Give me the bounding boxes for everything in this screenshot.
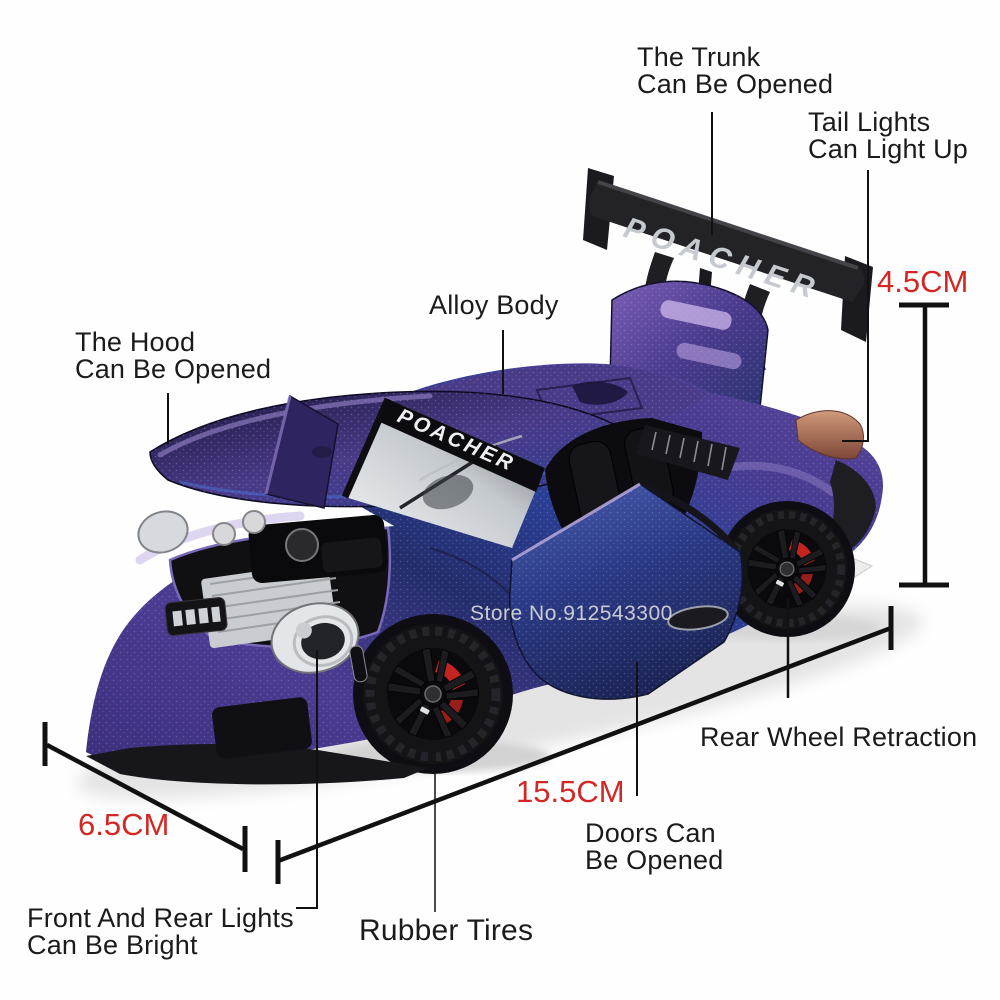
- label-doors-line1: Doors Can: [585, 818, 716, 848]
- label-rubber-tires: Rubber Tires: [359, 914, 534, 947]
- store-watermark: Store No.912543300: [470, 602, 673, 625]
- side-marker: [349, 645, 368, 683]
- windshield-banner: [380, 399, 545, 492]
- dimension-line-length: [277, 625, 892, 864]
- label-trunk-line1: The Trunk: [637, 42, 761, 72]
- label-tail-lights-line1: Tail Lights: [808, 107, 931, 137]
- label-tail-lights-line2: Can Light Up: [808, 134, 968, 164]
- callout-line-tail-lights: [842, 170, 869, 442]
- callout-line-front-lights: [296, 650, 318, 909]
- dimension-text-height: 4.5CM: [877, 264, 969, 299]
- label-hood: The Hood Can Be Opened: [75, 329, 271, 383]
- far-headlight: [137, 510, 189, 554]
- dimension-text-width: 6.5CM: [78, 807, 170, 842]
- label-trunk-line2: Can Be Opened: [637, 69, 834, 99]
- quarter-window-louvers: [636, 425, 740, 480]
- label-hood-line1: The Hood: [75, 327, 196, 357]
- front-bumper: [86, 597, 428, 785]
- label-trunk: The Trunk Can Be Opened: [637, 44, 833, 98]
- door-handle: [667, 605, 729, 631]
- headlight: [137, 510, 368, 683]
- front-emblem: [164, 597, 228, 636]
- bumper-intake: [212, 697, 312, 759]
- far-open-door: [264, 394, 339, 509]
- near-open-door: [508, 482, 744, 700]
- label-tail-lights: Tail Lights Can Light Up: [808, 109, 968, 163]
- tail-light: [795, 410, 864, 460]
- label-front-rear-lights-line2: Can Be Bright: [27, 930, 198, 960]
- label-rear-wheel-retraction: Rear Wheel Retraction: [700, 722, 978, 752]
- dimension-text-length: 15.5CM: [516, 774, 625, 809]
- label-doors: Doors Can Be Opened: [585, 820, 723, 874]
- label-front-rear-lights: Front And Rear Lights Can Be Bright: [27, 905, 294, 959]
- label-alloy-body: Alloy Body: [429, 290, 559, 320]
- dimension-line-width: [45, 743, 245, 851]
- label-doors-line2: Be Opened: [585, 845, 724, 875]
- label-front-rear-lights-line1: Front And Rear Lights: [27, 903, 294, 933]
- label-hood-line2: Can Be Opened: [75, 354, 272, 384]
